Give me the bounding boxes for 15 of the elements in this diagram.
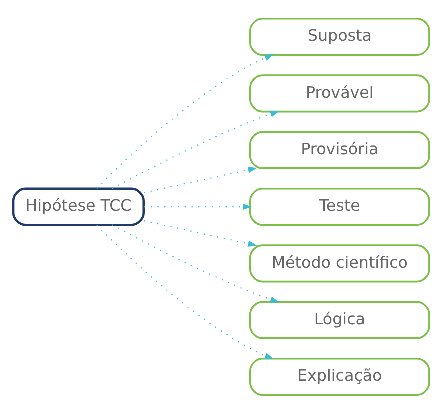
arrow [144,204,252,210]
node-box: Hipótese TCC [12,188,144,226]
arrow [144,166,257,194]
arrow [112,224,280,303]
node-box: Explicação [249,358,430,396]
node-box: Suposta [249,18,430,56]
arrow [144,220,257,248]
arrow [96,224,274,360]
node-box: Teste [249,188,430,226]
node-box: Provisória [249,131,430,170]
node-box: Lógica [249,301,430,340]
arrow [96,54,274,190]
node-box: Método científico [249,244,430,283]
arrow [112,111,280,190]
node-box: Provável [249,74,430,113]
